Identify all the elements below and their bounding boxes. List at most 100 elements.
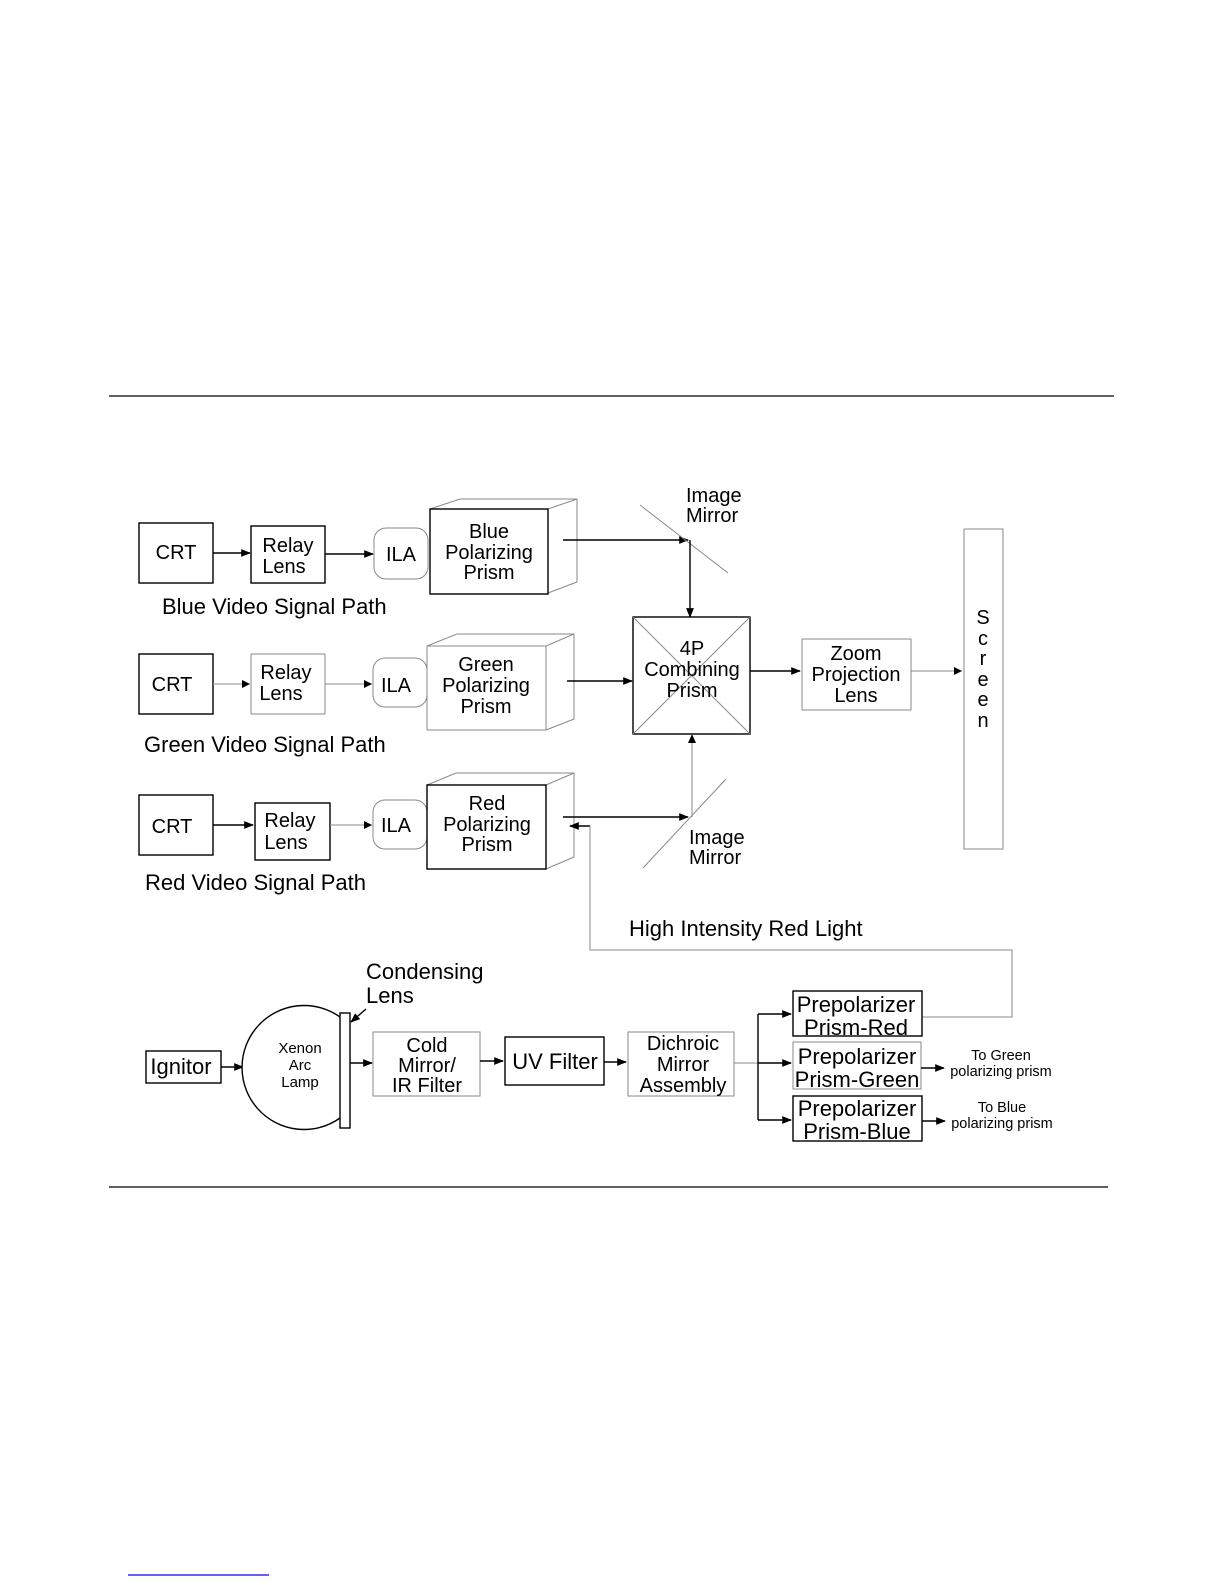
combining-diagonal-2	[632, 616, 751, 735]
prepolarizer-red-line1: Prepolarizer	[797, 992, 916, 1017]
red-arrowhead-relay-ila	[364, 821, 372, 829]
ignitor-label: Ignitor	[150, 1054, 211, 1079]
prepolarizer-red-line2: Prism-Red	[804, 1015, 908, 1040]
lamp-line2: Arc	[289, 1057, 312, 1074]
blue-prism-depth-edge	[547, 498, 578, 510]
red-relay-lens-line1: Relay	[264, 810, 315, 832]
red-prism-line2: Polarizing	[443, 814, 531, 836]
high-intensity-label: High Intensity Red Light	[629, 916, 863, 941]
ignitor-box	[145, 1050, 222, 1084]
screen-box	[963, 528, 1004, 850]
high-intensity-red-light-path	[589, 826, 1013, 1018]
top-image-mirror	[639, 504, 729, 574]
green-video-signal-path: CRT Relay Lens ILA Green Polarizing Pris…	[138, 633, 575, 757]
prepolarizer-red-box	[792, 990, 923, 1037]
blue-crt-box	[138, 522, 214, 584]
green-relay-lens-line1: Relay	[260, 662, 311, 684]
to-blue-line1: To Blue	[978, 1100, 1026, 1116]
combining-prism: 4P Combining Prism	[632, 616, 751, 735]
zoom-line3: Lens	[834, 685, 877, 707]
cold-mirror-line1: Cold	[406, 1035, 447, 1057]
uv-filter-label: UV Filter	[512, 1049, 598, 1074]
screen-letter-4: e	[977, 669, 988, 691]
top-mirror-label-line2: Mirror	[686, 505, 739, 527]
top-mirror-label-line1: Image	[686, 485, 742, 507]
green-ila-label: ILA	[381, 675, 412, 697]
cold-mirror-line3: IR Filter	[392, 1075, 462, 1097]
blue-video-signal-path: CRT Relay Lens ILA Blue Polarizing Prism…	[138, 498, 578, 619]
cold-mirror-line2: Mirror/	[398, 1055, 456, 1077]
blue-ila-label: ILA	[386, 544, 417, 566]
cold-mirror-box	[372, 1031, 481, 1097]
green-prism-line3: Prism	[460, 696, 511, 718]
uv-filter-box	[504, 1036, 605, 1086]
screen-letter-3: r	[980, 648, 987, 670]
combining-line1: 4P	[680, 638, 704, 660]
lamp-line1: Xenon	[278, 1040, 321, 1057]
green-crt-label: CRT	[152, 674, 193, 696]
red-relay-lens-box	[254, 802, 331, 861]
arrowhead-zoom-to-screen	[954, 667, 962, 675]
green-prism-depth-edge	[545, 633, 575, 647]
dichroic-mirror-box	[627, 1031, 735, 1097]
dichroic-line3: Assembly	[640, 1075, 727, 1097]
to-blue-line2: polarizing prism	[951, 1116, 1053, 1132]
red-crt-label: CRT	[152, 816, 193, 838]
bottom-image-mirror	[642, 778, 727, 869]
to-green-line1: To Green	[971, 1048, 1031, 1064]
blue-relay-lens-line2: Lens	[262, 556, 305, 578]
screen-letter-1: S	[976, 607, 989, 629]
lamp-line3: Lamp	[281, 1074, 319, 1091]
zoom-line1: Zoom	[830, 643, 881, 665]
bottom-mirror-label-line2: Mirror	[689, 847, 742, 869]
prepolarizer-green-line2: Prism-Green	[795, 1067, 920, 1092]
condensing-lens-label-line1: Condensing	[366, 959, 483, 984]
blue-ila-box	[373, 527, 429, 580]
prepolarizer-blue-line2: Prism-Blue	[803, 1119, 911, 1144]
screen-letter-2: c	[978, 628, 988, 650]
red-ila-label: ILA	[381, 815, 412, 837]
red-video-signal-path: CRT Relay Lens ILA Red Polarizing Prism …	[138, 772, 575, 895]
bottom-mirror-label-line1: Image	[689, 827, 745, 849]
green-relay-lens-box	[250, 653, 326, 715]
combining-line3: Prism	[666, 680, 717, 702]
red-path-caption: Red Video Signal Path	[145, 870, 366, 895]
red-prism-line1: Red	[469, 793, 506, 815]
red-relay-lens-line2: Lens	[264, 832, 307, 854]
blue-relay-lens-line1: Relay	[262, 535, 313, 557]
blue-relay-lens-box	[250, 525, 326, 584]
green-arrowhead-crt-relay	[242, 680, 250, 688]
prepolarizer-blue-box	[792, 1095, 923, 1142]
green-prism-line2: Polarizing	[442, 675, 530, 697]
zoom-projection-lens-box	[801, 638, 912, 711]
red-prism-line3: Prism	[461, 834, 512, 856]
zoom-line2: Projection	[812, 664, 901, 686]
prepolarizer-green-box	[792, 1041, 922, 1090]
red-crt-box	[138, 794, 214, 856]
red-polarizing-prism-box	[426, 784, 547, 870]
arrow-condensing-label	[350, 1008, 367, 1023]
blue-crt-label: CRT	[156, 542, 197, 564]
to-green-line2: polarizing prism	[950, 1064, 1052, 1080]
prepolarizer-blue-line1: Prepolarizer	[798, 1096, 917, 1121]
blue-prism-line2: Polarizing	[445, 542, 533, 564]
blue-prism-line1: Blue	[469, 521, 509, 543]
prepolarizer-green-line1: Prepolarizer	[798, 1044, 917, 1069]
blue-prism-line3: Prism	[463, 562, 514, 584]
condensing-lens-label-line2: Lens	[366, 983, 414, 1008]
green-prism-line1: Green	[458, 654, 514, 676]
green-arrowhead-relay-ila	[364, 680, 372, 688]
screen-letter-5: e	[977, 689, 988, 711]
combining-line2: Combining	[644, 659, 740, 681]
dichroic-line2: Mirror	[657, 1054, 710, 1076]
green-crt-box	[138, 653, 214, 715]
green-polarizing-prism-box	[426, 645, 547, 731]
green-relay-lens-line2: Lens	[259, 683, 302, 705]
xenon-arc-lamp-shape	[241, 1004, 341, 1131]
red-prism-depth-edge	[545, 772, 575, 786]
blue-polarizing-prism-box	[429, 508, 549, 595]
green-path-caption: Green Video Signal Path	[144, 732, 386, 757]
arrowhead-bottom-mirror-to-combining	[688, 734, 696, 743]
dichroic-line1: Dichroic	[647, 1033, 719, 1055]
